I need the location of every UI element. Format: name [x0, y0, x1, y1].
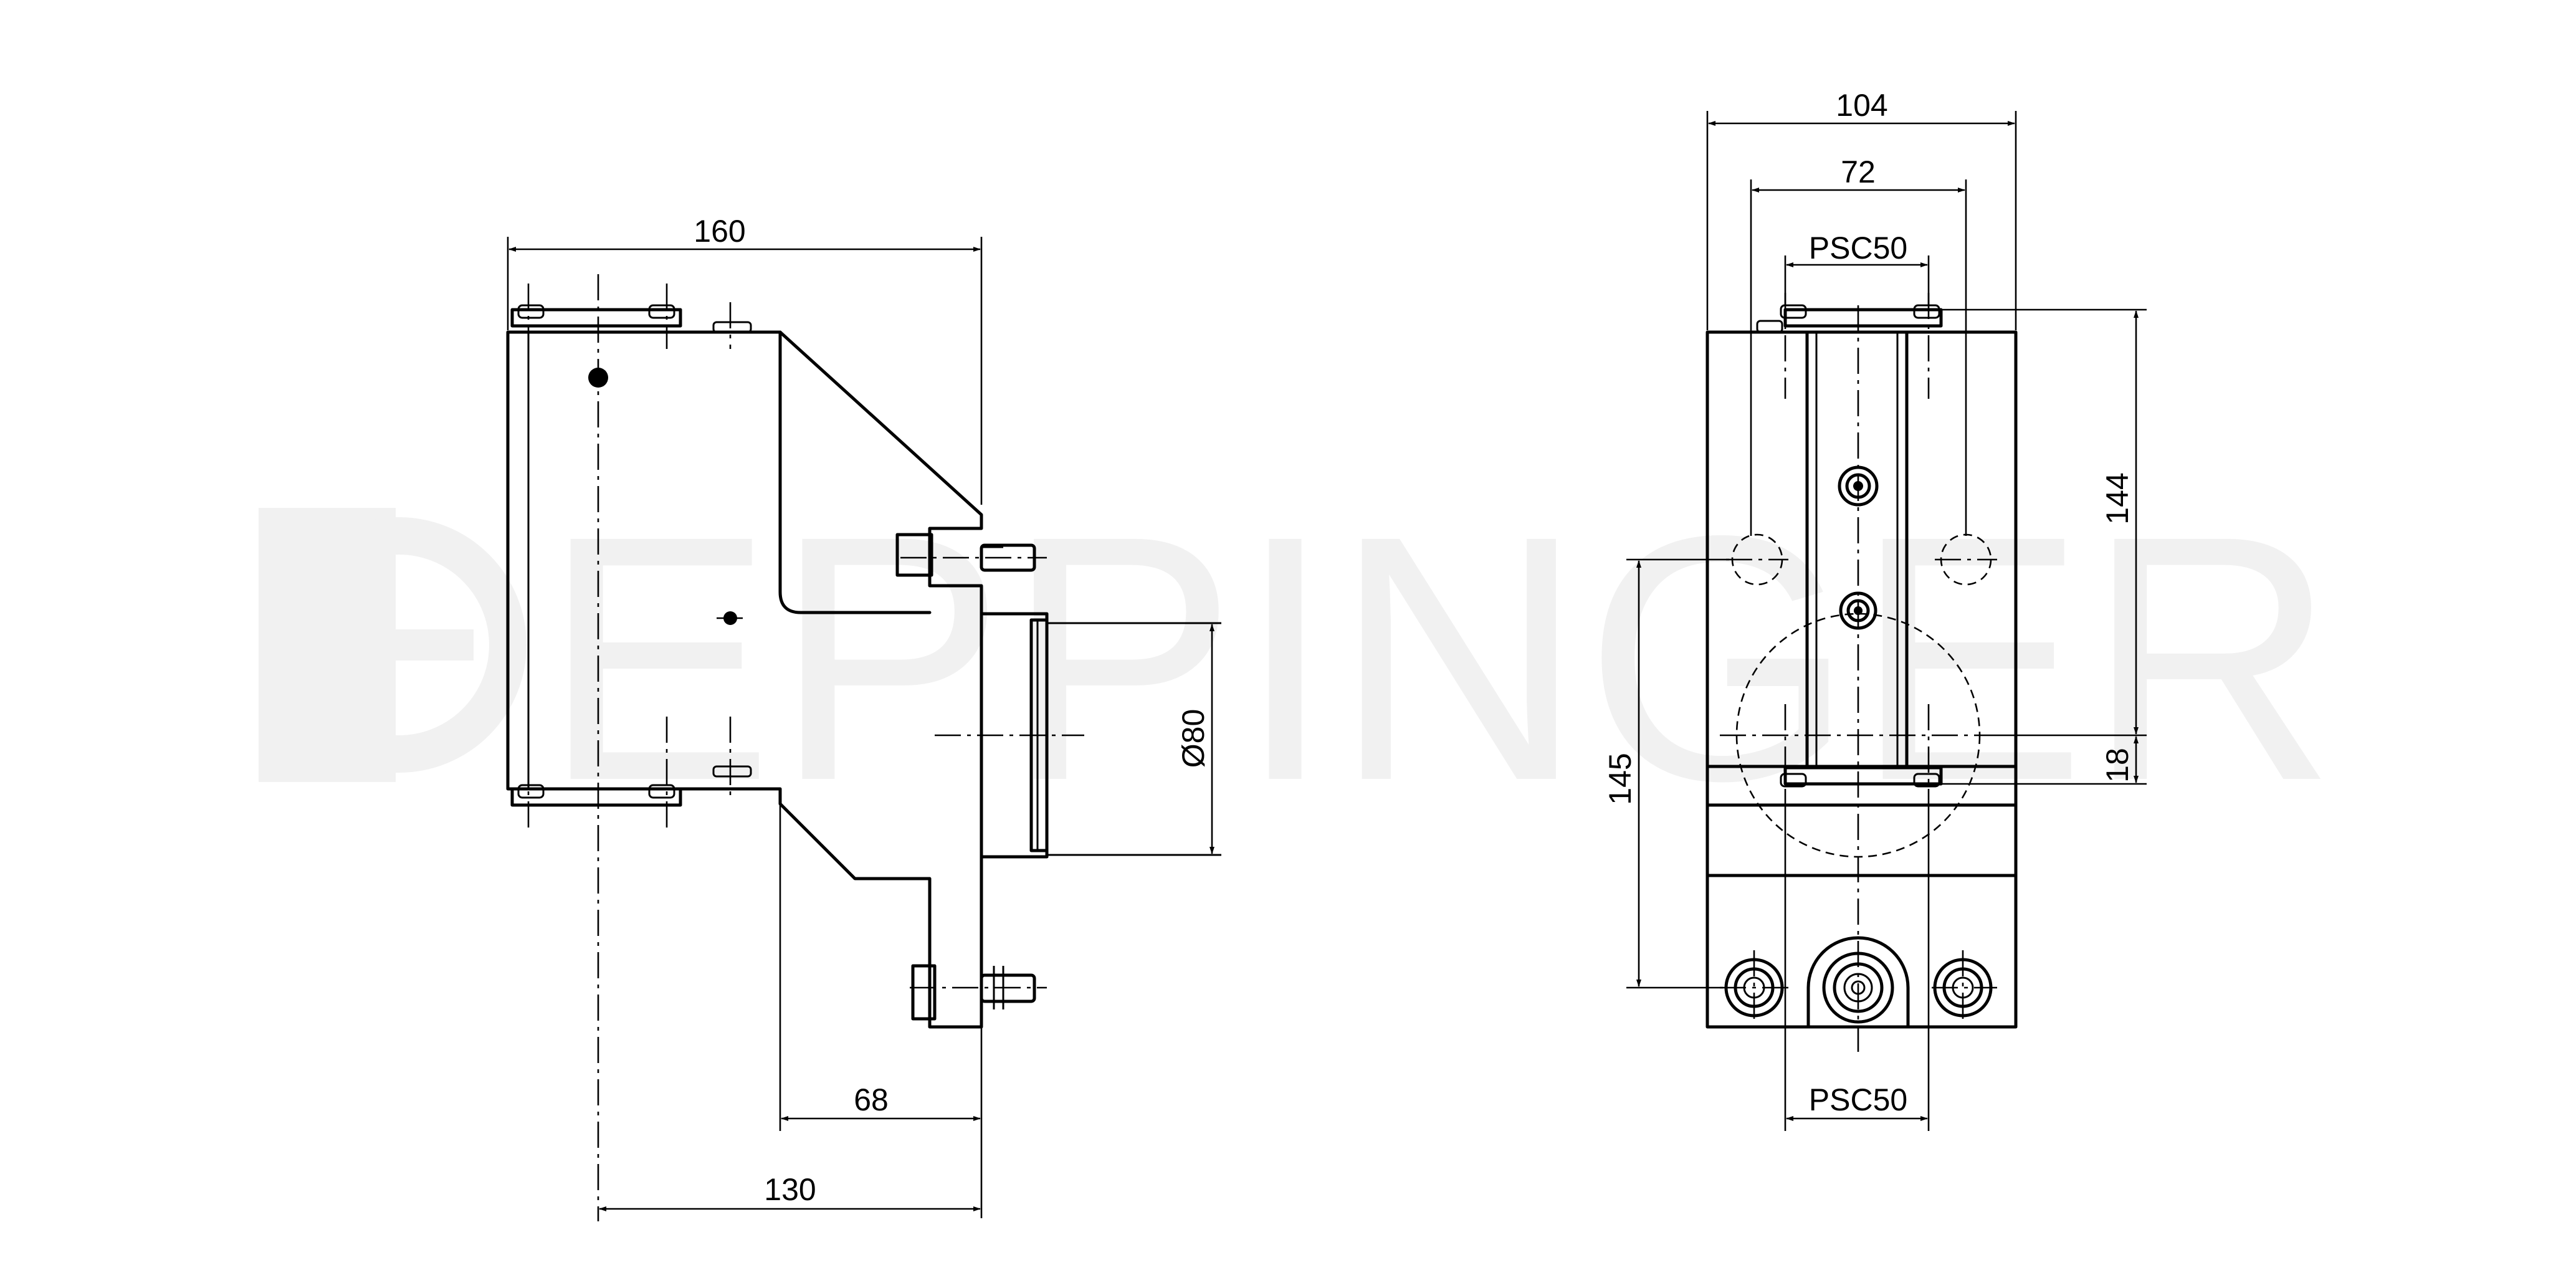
- front-dim-psc50-top: PSC50: [1784, 231, 1930, 305]
- dim-psc50-bottom-label: PSC50: [1809, 1082, 1907, 1117]
- watermark: EPPINGER: [259, 463, 2337, 853]
- front-dim-72: 72: [1750, 155, 1967, 536]
- front-dim-104: 104: [1706, 88, 2017, 330]
- front-slot: [1805, 330, 1909, 768]
- dim-160-label: 160: [694, 214, 745, 249]
- dim-68-label: 68: [854, 1082, 889, 1117]
- dim-130-label: 130: [764, 1172, 816, 1207]
- front-dim-psc50-bottom: PSC50: [1784, 810, 1930, 1131]
- dim-144-label: 144: [2100, 472, 2135, 524]
- side-dim-68: 68: [779, 805, 983, 1218]
- dim-145-label: 145: [1603, 753, 1638, 804]
- side-dim-d80: Ø80: [1176, 624, 1214, 854]
- side-bottom-rail: [510, 765, 752, 807]
- side-spindle: [980, 612, 1221, 859]
- front-dim-18: 18: [1941, 736, 2147, 785]
- side-dim-160: 160: [507, 214, 983, 505]
- watermark-text: EPPINGER: [542, 463, 2337, 853]
- dim-18-label: 18: [2100, 748, 2135, 783]
- dim-d80-label: Ø80: [1176, 709, 1211, 768]
- side-pocket: [778, 330, 932, 614]
- side-dim-130: 130: [599, 1172, 981, 1211]
- front-dim-144: 144: [1941, 308, 2147, 737]
- dim-psc50-top-label: PSC50: [1809, 231, 1907, 265]
- dim-72-label: 72: [1841, 155, 1876, 189]
- side-view: 160 68 130 Ø80: [506, 214, 1221, 1221]
- side-body-outline: [506, 330, 983, 1029]
- side-top-rail: [510, 304, 752, 333]
- front-dim-145: 145: [1603, 558, 1729, 989]
- front-view: 104 72 PSC50 PSC50 144: [1603, 88, 2147, 1131]
- front-bottom-rail: [1780, 766, 1943, 788]
- dim-104-label: 104: [1836, 88, 1887, 123]
- front-body: [1705, 330, 2018, 1029]
